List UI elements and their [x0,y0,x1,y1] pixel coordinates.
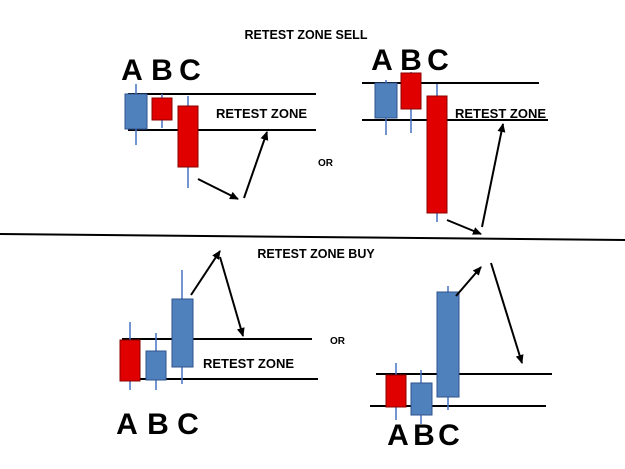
letter-c: C [177,408,199,441]
letter-b: B [151,54,173,87]
candle-c [426,95,448,214]
letter-a: A [116,408,138,441]
letter-c: C [438,419,460,452]
or-label-buy: OR [330,336,346,347]
letter-b: B [147,408,169,441]
retest-zone-label: RETEST ZONE [455,106,546,121]
candle-b [151,97,173,121]
arrow-down [446,219,482,235]
letter-b: B [400,44,422,77]
candle-a [374,82,398,119]
arrow-up [481,123,506,228]
letter-a: A [387,419,409,452]
buy-right-diagram: A B C [370,262,552,452]
candle-b [410,382,433,416]
arrow-up [243,131,269,199]
sell-title: RETEST ZONE SELL [245,28,368,42]
letter-b: B [413,419,435,452]
letter-c: C [179,54,201,87]
arrow-up [455,266,482,297]
letter-a: A [121,54,143,87]
arrow-down [219,256,245,337]
candle-b [145,350,167,381]
or-label-sell: OR [318,158,334,169]
sell-left-diagram: A B C RETEST ZONE [121,54,316,200]
letter-a: A [371,44,393,77]
buy-left-diagram: RETEST ZONE A B C [116,250,318,441]
retest-zone-label: RETEST ZONE [216,106,307,121]
sell-right-diagram: A B C RETEST ZONE [362,44,548,235]
buy-title: RETEST ZONE BUY [257,247,375,261]
retest-zone-label: RETEST ZONE [203,356,294,371]
candle-b [400,72,422,110]
arrow-down [197,178,239,200]
candle-c [177,105,199,168]
arrow-down [490,262,524,364]
candle-a [119,339,141,382]
letter-c: C [427,44,449,77]
candle-c [436,291,460,398]
section-divider [0,233,625,241]
candle-a [385,374,407,408]
candle-a [124,93,148,130]
arrow-up [190,250,221,296]
candle-c [171,298,194,368]
